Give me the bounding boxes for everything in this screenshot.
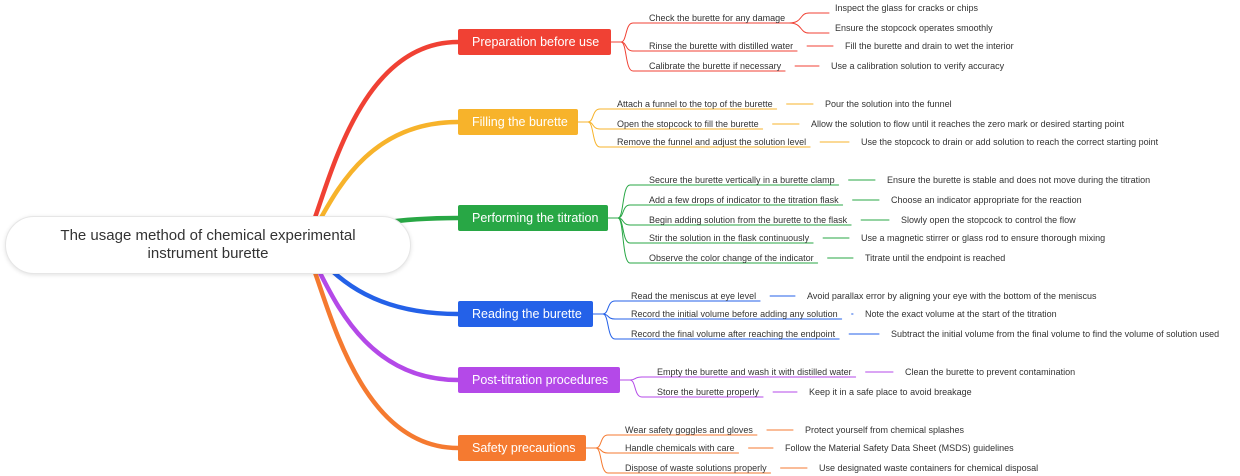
- branch-performing-the-titration[interactable]: Performing the titration: [458, 205, 608, 231]
- subtopic-detail-connector: [788, 12, 830, 24]
- detail-topic[interactable]: Pour the solution into the funnel: [825, 99, 952, 109]
- subtopic[interactable]: Open the stopcock to fill the burette: [617, 119, 759, 129]
- detail-topic[interactable]: Follow the Material Safety Data Sheet (M…: [785, 443, 1014, 453]
- subtopic[interactable]: Secure the burette vertically in a buret…: [649, 175, 835, 185]
- detail-topic[interactable]: Use a calibration solution to verify acc…: [831, 61, 1005, 71]
- subtopic[interactable]: Remove the funnel and adjust the solutio…: [617, 137, 807, 147]
- detail-topic[interactable]: Ensure the burette is stable and does no…: [887, 175, 1151, 185]
- detail-topic[interactable]: Protect yourself from chemical splashes: [805, 425, 965, 435]
- subtopic[interactable]: Rinse the burette with distilled water: [649, 41, 794, 51]
- detail-topic[interactable]: Use a magnetic stirrer or glass rod to e…: [861, 233, 1106, 243]
- detail-topic[interactable]: Use designated waste containers for chem…: [819, 463, 1039, 473]
- root-topic[interactable]: The usage method of chemical experimenta…: [5, 216, 411, 274]
- branch-subtopic-connector: [585, 447, 772, 474]
- subtopic[interactable]: Observe the color change of the indicato…: [649, 253, 814, 263]
- detail-topic[interactable]: Titrate until the endpoint is reached: [865, 253, 1006, 263]
- detail-topic[interactable]: Inspect the glass for cracks or chips: [835, 3, 979, 13]
- branch-subtopic-connector: [592, 313, 840, 340]
- subtopic[interactable]: Read the meniscus at eye level: [631, 291, 757, 301]
- subtopic[interactable]: Record the initial volume before adding …: [631, 309, 838, 319]
- subtopic[interactable]: Add a few drops of indicator to the titr…: [649, 195, 839, 205]
- subtopic-detail-connector: [788, 22, 830, 34]
- detail-topic[interactable]: Note the exact volume at the start of th…: [865, 309, 1057, 319]
- branch-preparation-before-use[interactable]: Preparation before use: [458, 29, 611, 55]
- branch-post-titration-procedures[interactable]: Post-titration procedures: [458, 367, 620, 393]
- detail-topic[interactable]: Use the stopcock to drain or add solutio…: [861, 137, 1159, 147]
- subtopic[interactable]: Calibrate the burette if necessary: [649, 61, 782, 71]
- detail-topic[interactable]: Clean the burette to prevent contaminati…: [905, 367, 1076, 377]
- subtopic[interactable]: Store the burette properly: [657, 387, 760, 397]
- detail-topic[interactable]: Slowly open the stopcock to control the …: [901, 215, 1076, 225]
- subtopic[interactable]: Check the burette for any damage: [649, 13, 786, 23]
- detail-topic[interactable]: Subtract the initial volume from the fin…: [891, 329, 1220, 339]
- subtopic[interactable]: Stir the solution in the flask continuou…: [649, 233, 810, 243]
- subtopic[interactable]: Dispose of waste solutions properly: [625, 463, 767, 473]
- branch-reading-the-burette[interactable]: Reading the burette: [458, 301, 593, 327]
- branch-subtopic-connector: [610, 41, 786, 72]
- root-topic-line-1: The usage method of chemical experimenta…: [60, 227, 356, 244]
- subtopic[interactable]: Record the final volume after reaching t…: [631, 329, 836, 339]
- subtopic[interactable]: Empty the burette and wash it with disti…: [657, 367, 852, 377]
- detail-topic[interactable]: Ensure the stopcock operates smoothly: [835, 23, 993, 33]
- branch-safety-precautions[interactable]: Safety precautions: [458, 435, 586, 461]
- detail-topic[interactable]: Choose an indicator appropriate for the …: [891, 195, 1082, 205]
- subtopic[interactable]: Handle chemicals with care: [625, 443, 735, 453]
- subtopic[interactable]: Begin adding solution from the burette t…: [649, 215, 848, 225]
- subtopic[interactable]: Wear safety goggles and gloves: [625, 425, 753, 435]
- branch-subtopic-connector: [619, 379, 764, 398]
- branch-filling-the-burette[interactable]: Filling the burette: [458, 109, 578, 135]
- detail-topic[interactable]: Fill the burette and drain to wet the in…: [845, 41, 1014, 51]
- branch-subtopic-connector: [607, 217, 819, 264]
- root-topic-line-2: instrument burette: [147, 245, 269, 262]
- detail-topic[interactable]: Allow the solution to flow until it reac…: [811, 119, 1125, 129]
- detail-topic[interactable]: Avoid parallax error by aligning your ey…: [807, 291, 1097, 301]
- subtopic[interactable]: Attach a funnel to the top of the burett…: [617, 99, 773, 109]
- branch-subtopic-connector: [577, 121, 811, 148]
- detail-topic[interactable]: Keep it in a safe place to avoid breakag…: [809, 387, 972, 397]
